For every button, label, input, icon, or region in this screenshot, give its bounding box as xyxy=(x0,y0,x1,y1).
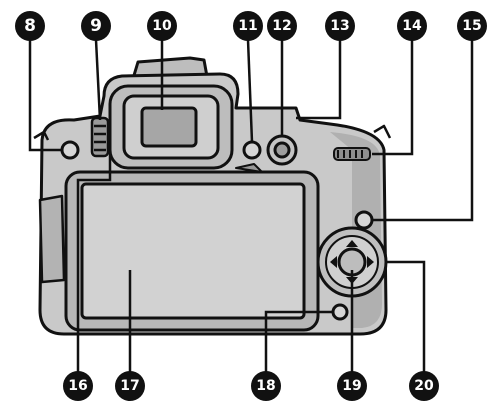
leader-18 xyxy=(264,310,333,374)
callout-13-label: 13 xyxy=(330,18,349,34)
callout-19: 19 xyxy=(337,371,367,401)
callout-13: 13 xyxy=(325,11,355,41)
callout-20-label: 20 xyxy=(414,378,434,394)
lcd-monitor xyxy=(64,163,320,332)
callout-12: 12 xyxy=(267,11,297,41)
callout-9: 9 xyxy=(81,11,111,41)
leader-8 xyxy=(28,40,62,152)
button-11[interactable] xyxy=(242,140,262,160)
leader-13 xyxy=(296,40,342,120)
callout-12-label: 12 xyxy=(272,18,291,34)
callout-11-label: 11 xyxy=(238,18,257,34)
callout-10-label: 10 xyxy=(152,18,172,34)
button-18[interactable] xyxy=(331,303,349,321)
callout-14: 14 xyxy=(397,11,427,41)
callout-16: 16 xyxy=(63,371,93,401)
buttons-top xyxy=(60,134,298,166)
callout-16-label: 16 xyxy=(68,378,87,394)
callout-19-label: 19 xyxy=(342,378,361,394)
callout-18: 18 xyxy=(251,371,281,401)
callout-20: 20 xyxy=(409,371,439,401)
callout-11: 11 xyxy=(233,11,263,41)
leader-9 xyxy=(94,39,102,121)
viewfinder xyxy=(108,84,234,170)
callout-17: 17 xyxy=(115,371,145,401)
button-12-inner[interactable] xyxy=(273,141,291,159)
leader-15 xyxy=(372,40,474,222)
callout-17-label: 17 xyxy=(120,378,139,394)
strap-lug-right xyxy=(373,124,392,139)
strap-lug-left xyxy=(33,130,50,141)
callout-10: 10 xyxy=(147,11,177,41)
viewfinder-window xyxy=(140,106,198,148)
button-15[interactable] xyxy=(354,210,374,230)
leader-16 xyxy=(76,150,112,374)
leader-11 xyxy=(246,39,254,143)
rear-dial[interactable] xyxy=(333,147,371,161)
callout-14-label: 14 xyxy=(402,18,422,34)
callout-15-label: 15 xyxy=(462,18,481,34)
callout-18-label: 18 xyxy=(256,378,275,394)
callout-9-label: 9 xyxy=(90,16,102,36)
side-panel xyxy=(38,194,66,284)
button-8[interactable] xyxy=(60,140,80,160)
diopter-dial[interactable] xyxy=(90,116,110,158)
lcd-hinge xyxy=(235,163,263,173)
leader-lines xyxy=(28,39,474,374)
leader-14 xyxy=(372,40,414,156)
lcd-screen xyxy=(80,182,306,320)
cursor-buttons[interactable] xyxy=(316,226,388,298)
callout-8-label: 8 xyxy=(24,16,36,36)
callout-15: 15 xyxy=(457,11,487,41)
callout-8: 8 xyxy=(15,11,45,41)
leader-20 xyxy=(386,260,426,374)
